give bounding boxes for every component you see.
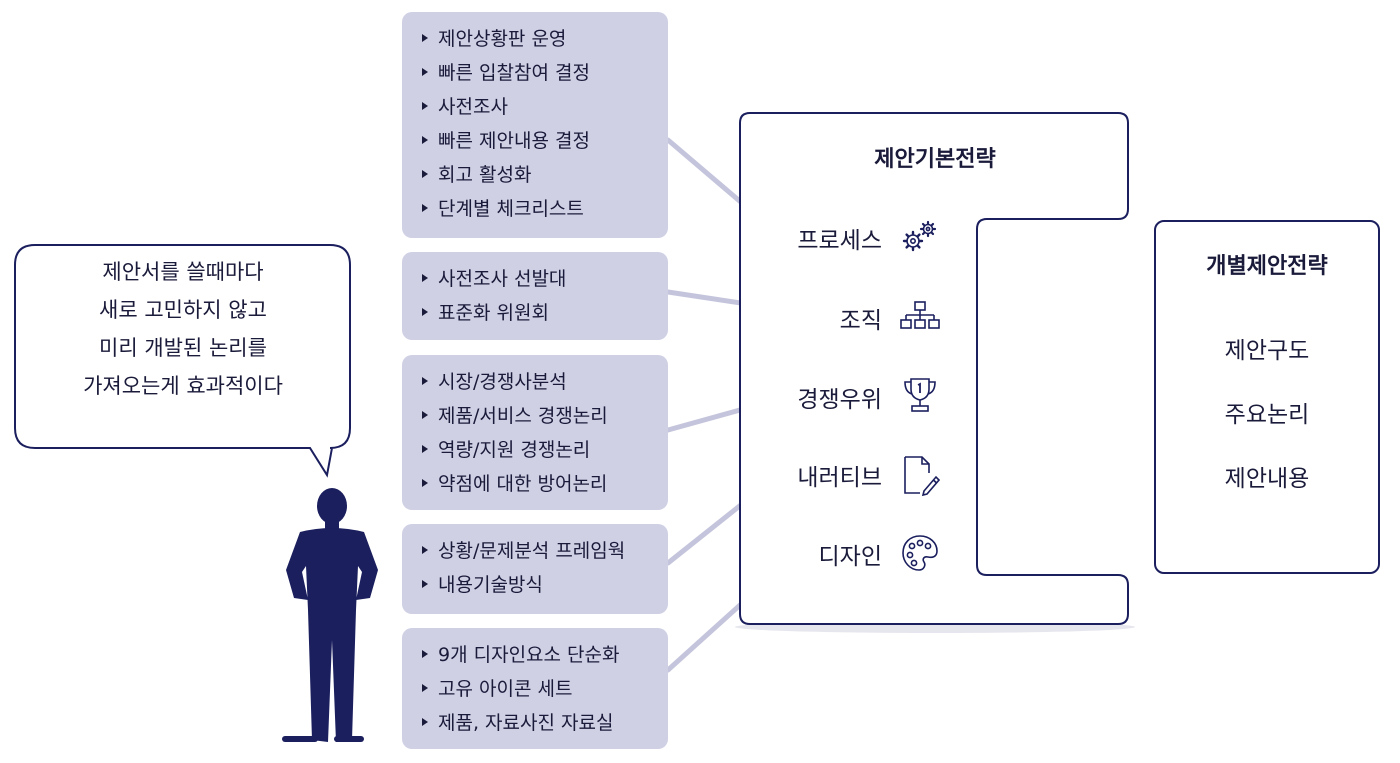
design-detail-box: 9개 디자인요소 단순화 고유 아이콘 세트 제품, 자료사진 자료실 xyxy=(402,628,668,749)
list-item: 제안상황판 운영 xyxy=(422,22,668,56)
speech-bubble-text: 제안서를 쓸때마다 새로 고민하지 않고 미리 개발된 논리를 가져오는게 효과… xyxy=(18,253,348,405)
bullet-icon xyxy=(422,683,428,692)
person-silhouette xyxy=(282,488,378,742)
list-item: 빠른 입찰참여 결정 xyxy=(422,56,668,90)
strategy-item-competitive: 경쟁우위 xyxy=(797,387,882,413)
list-item-text: 제안상황판 운영 xyxy=(438,28,567,50)
palette-icon xyxy=(902,535,938,571)
list-item-text: 빠른 제안내용 결정 xyxy=(438,130,590,152)
bullet-icon xyxy=(422,169,428,178)
bullet-icon xyxy=(422,649,428,658)
list-item: 시장/경쟁사분석 xyxy=(422,365,668,399)
list-item: 내용기술방식 xyxy=(422,568,668,602)
process-detail-box: 제안상황판 운영 빠른 입찰참여 결정 사전조사 빠른 제안내용 결정 회고 활… xyxy=(402,12,668,238)
strategy-item-design: 디자인 xyxy=(818,544,882,570)
strategy-item-organization: 조직 xyxy=(839,308,882,334)
speech-line: 미리 개발된 논리를 xyxy=(99,336,267,360)
basic-strategy-title: 제안기본전략 xyxy=(874,147,996,172)
list-item: 제품/서비스 경쟁논리 xyxy=(422,399,668,433)
list-item-text: 역량/지원 경쟁논리 xyxy=(438,439,591,461)
list-item-text: 제품/서비스 경쟁논리 xyxy=(438,405,608,427)
list-item: 회고 활성화 xyxy=(422,158,668,192)
list-item: 빠른 제안내용 결정 xyxy=(422,124,668,158)
list-item-text: 내용기술방식 xyxy=(438,574,543,596)
individual-strategy-box xyxy=(1154,220,1380,574)
competitive-detail-box: 시장/경쟁사분석 제품/서비스 경쟁논리 역량/지원 경쟁논리 약점에 대한 방… xyxy=(402,355,668,510)
list-item-text: 빠른 입찰참여 결정 xyxy=(438,62,590,84)
list-item-text: 사전조사 xyxy=(438,96,508,118)
list-item: 고유 아이콘 세트 xyxy=(422,672,668,706)
list-item-text: 시장/경쟁사분석 xyxy=(438,371,567,393)
individual-strategy-item: 제안구도 xyxy=(1224,338,1310,364)
list-item: 제품, 자료사진 자료실 xyxy=(422,706,668,740)
list-item-text: 약점에 대한 방어논리 xyxy=(438,473,608,495)
bullet-icon xyxy=(422,33,428,42)
document-pen-icon xyxy=(904,456,941,497)
bullet-icon xyxy=(422,135,428,144)
bullet-icon xyxy=(422,410,428,419)
list-item-text: 고유 아이콘 세트 xyxy=(438,678,573,700)
individual-strategy-title: 개별제안전략 xyxy=(1206,254,1328,279)
list-item-text: 단계별 체크리스트 xyxy=(438,198,584,220)
bullet-icon xyxy=(422,579,428,588)
bullet-icon xyxy=(422,717,428,726)
trophy-icon xyxy=(904,378,936,412)
speech-line: 가져오는게 효과적이다 xyxy=(83,374,283,398)
list-item: 역량/지원 경쟁논리 xyxy=(422,433,668,467)
bullet-icon xyxy=(422,444,428,453)
list-item-text: 사전조사 선발대 xyxy=(438,268,567,290)
speech-line: 새로 고민하지 않고 xyxy=(99,298,267,322)
org-chart-icon xyxy=(900,301,940,329)
narrative-detail-box: 상황/문제분석 프레임웍 내용기술방식 xyxy=(402,524,668,614)
bullet-icon xyxy=(422,376,428,385)
list-item: 상황/문제분석 프레임웍 xyxy=(422,534,668,568)
bullet-icon xyxy=(422,101,428,110)
individual-strategy-item: 제안내용 xyxy=(1224,466,1310,492)
gears-icon xyxy=(902,220,937,252)
basic-strategy-frame xyxy=(739,112,1129,625)
speech-line: 제안서를 쓸때마다 xyxy=(102,260,264,284)
strategy-item-process: 프로세스 xyxy=(797,228,882,254)
bullet-icon xyxy=(422,545,428,554)
bullet-icon xyxy=(422,273,428,282)
individual-strategy-item: 주요논리 xyxy=(1224,402,1310,428)
list-item-text: 9개 디자인요소 단순화 xyxy=(438,644,620,666)
bullet-icon xyxy=(422,307,428,316)
list-item: 단계별 체크리스트 xyxy=(422,192,668,226)
bullet-icon xyxy=(422,478,428,487)
strategy-item-narrative: 내러티브 xyxy=(797,465,882,491)
organization-detail-box: 사전조사 선발대 표준화 위원회 xyxy=(402,252,668,340)
list-item-text: 회고 활성화 xyxy=(438,164,532,186)
bullet-icon xyxy=(422,67,428,76)
bullet-icon xyxy=(422,203,428,212)
speech-bubble xyxy=(14,244,351,478)
list-item: 사전조사 선발대 xyxy=(422,262,668,296)
list-item: 사전조사 xyxy=(422,90,668,124)
list-item-text: 상황/문제분석 프레임웍 xyxy=(438,540,626,562)
list-item-text: 표준화 위원회 xyxy=(438,302,549,324)
list-item: 9개 디자인요소 단순화 xyxy=(422,638,668,672)
list-item: 표준화 위원회 xyxy=(422,296,668,330)
list-item: 약점에 대한 방어논리 xyxy=(422,467,668,501)
list-item-text: 제품, 자료사진 자료실 xyxy=(438,712,614,734)
